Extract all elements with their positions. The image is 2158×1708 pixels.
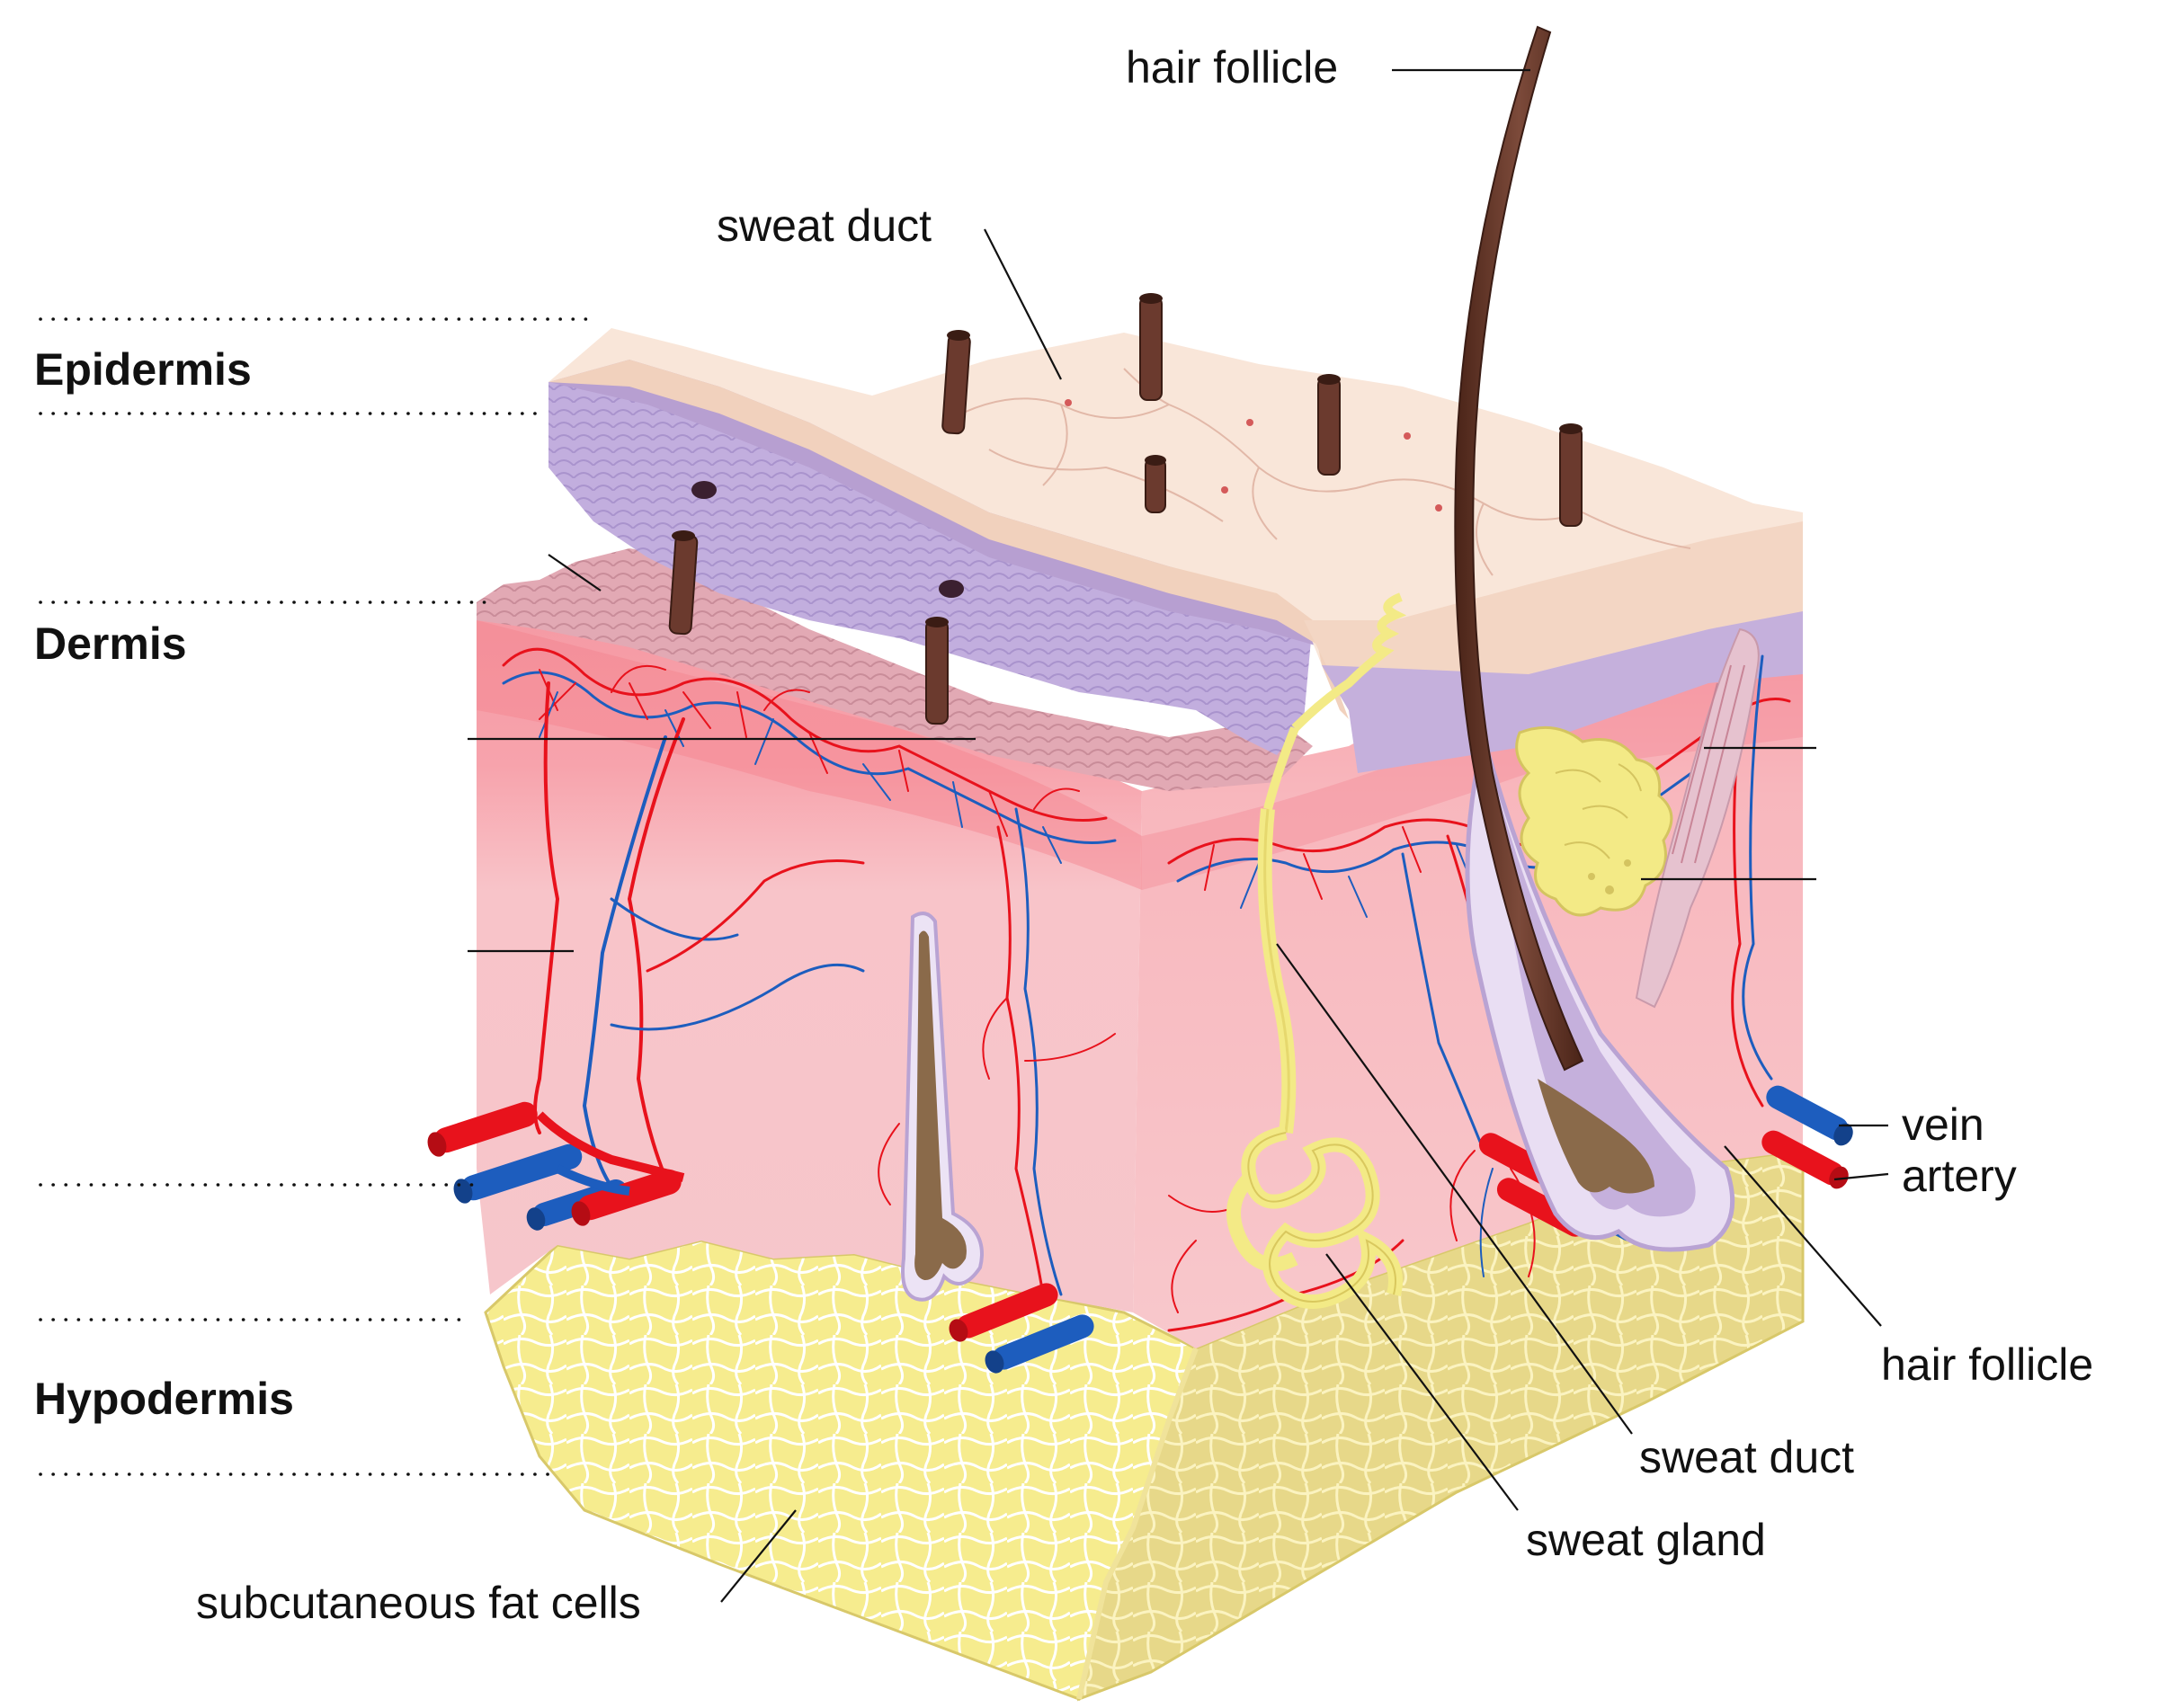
dermis-front-face — [477, 611, 1142, 1312]
fat-layer-front-face — [484, 1239, 1198, 1702]
surface-pores — [1065, 399, 1442, 512]
label-artery: artery — [1902, 1151, 2017, 1201]
major-vessels-left — [427, 1101, 685, 1231]
epidermis-flap-underside — [548, 360, 1313, 755]
leader-lines — [468, 68, 1889, 1603]
label-hypodermis: Hypodermis — [34, 1374, 294, 1424]
arrector-pili-muscle — [1635, 627, 1760, 1009]
small-hair-follicle — [901, 912, 984, 1302]
main-hair-follicle — [1454, 25, 1735, 1252]
label-epidermis: Epidermis — [34, 344, 252, 395]
diagram-labels: hair follicle sweat duct Epidermis Dermi… — [34, 42, 2093, 1628]
sweat-gland-and-duct — [1226, 592, 1407, 1309]
label-dermis: Dermis — [34, 618, 187, 669]
label-sweat-gland: sweat gland — [1526, 1515, 1766, 1565]
label-sweat-duct-bottom: sweat duct — [1639, 1432, 1854, 1482]
capillary-network — [502, 647, 1791, 1332]
sweat-duct-spiral — [1291, 592, 1407, 732]
label-sweat-duct-top: sweat duct — [717, 200, 932, 251]
layer-boundary-markers — [39, 317, 595, 1476]
label-hair-follicle-right: hair follicle — [1881, 1339, 2093, 1390]
flap-pore — [691, 481, 717, 499]
skin-surface-texture — [943, 368, 1691, 576]
main-hair-shaft — [1454, 25, 1584, 1072]
hair-stubs — [668, 293, 1583, 725]
major-vessels-middle — [949, 1283, 1094, 1374]
label-hair-follicle-top: hair follicle — [1126, 42, 1338, 93]
flap-pore — [939, 580, 964, 598]
label-subcutaneous-fat-cells: subcutaneous fat cells — [196, 1578, 641, 1628]
sebaceous-gland — [1515, 725, 1673, 917]
label-vein: vein — [1902, 1099, 1984, 1150]
